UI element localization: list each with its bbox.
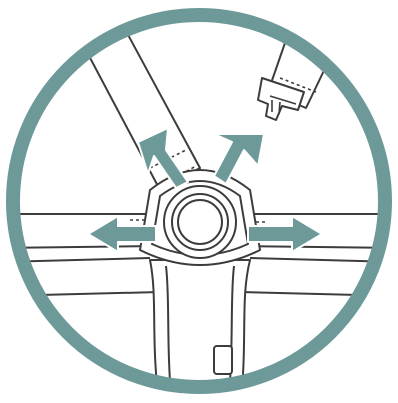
center-buckle [140,170,260,265]
arrow-up-right-icon [214,134,264,184]
